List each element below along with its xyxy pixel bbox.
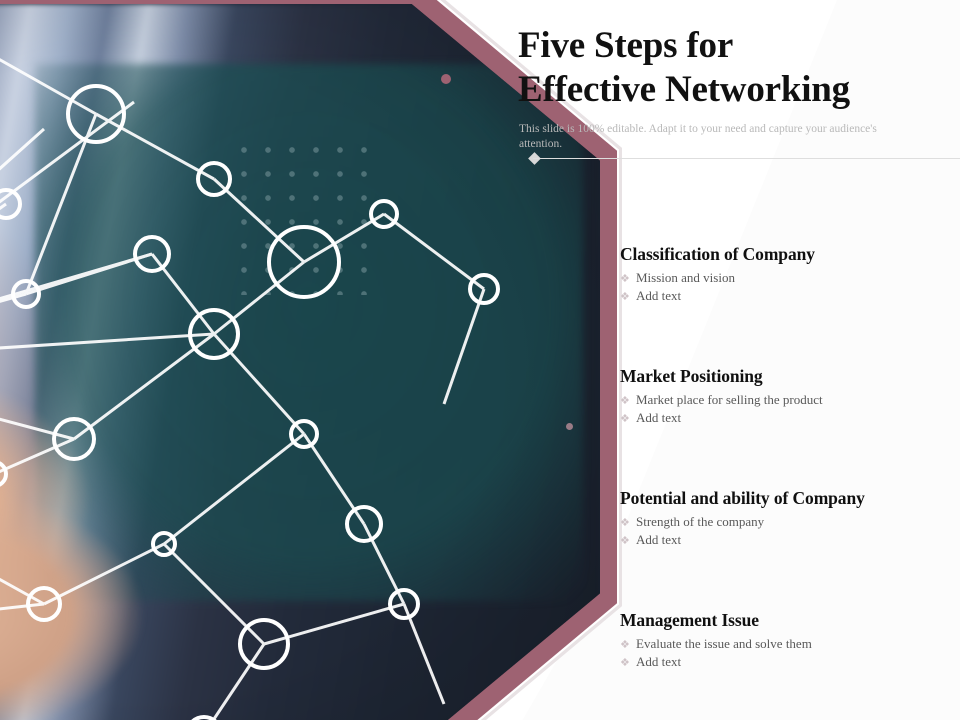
- diamond-bullet-icon: ❖: [620, 413, 630, 426]
- page-title-line-2: Effective Networking: [518, 68, 850, 110]
- list-item: ❖ Mission and vision: [620, 269, 956, 287]
- list-item: ❖ Add text: [620, 287, 956, 305]
- list-item: ❖ Add text: [620, 409, 956, 427]
- step-bullet-list: ❖ Evaluate the issue and solve them ❖ Ad…: [620, 635, 956, 672]
- step-title: Market Positioning: [620, 366, 763, 386]
- step-title: Classification of Company: [620, 244, 815, 264]
- network-photo: [0, 4, 600, 720]
- list-item: ❖ Add text: [620, 653, 956, 671]
- list-item-label: Strength of the company: [636, 514, 765, 529]
- diamond-bullet-icon: ❖: [620, 291, 630, 304]
- step-item-2[interactable]: Market Positioning ❖ Market place for se…: [620, 366, 956, 428]
- page-title: Five Steps for Effective Networking: [518, 24, 948, 111]
- step-title: Potential and ability of Company: [620, 488, 865, 508]
- photo-hand-layer: [0, 391, 224, 720]
- step-item-4[interactable]: Management Issue ❖ Evaluate the issue an…: [620, 610, 956, 672]
- list-item-label: Mission and vision: [636, 270, 735, 285]
- diamond-bullet-icon: ❖: [620, 273, 630, 285]
- diamond-bullet-icon: ❖: [620, 535, 630, 548]
- step-bullet-list: ❖ Market place for selling the product ❖…: [620, 391, 956, 428]
- step-item-1[interactable]: Classification of Company ❖ Mission and …: [620, 244, 956, 306]
- diamond-bullet-icon: ❖: [620, 657, 630, 670]
- octagon-photo-frame: [0, 0, 622, 720]
- step-title: Management Issue: [620, 610, 759, 630]
- frame-accent-dot-2: [566, 423, 573, 430]
- step-bullet-list: ❖ Mission and vision ❖ Add text: [620, 269, 956, 306]
- frame-accent-dot: [441, 74, 451, 84]
- list-item: ❖ Market place for selling the product: [620, 391, 956, 409]
- list-item-label: Market place for selling the product: [636, 392, 823, 407]
- diamond-bullet-icon: ❖: [620, 639, 630, 651]
- page-subtitle: This slide is 100% editable. Adapt it to…: [519, 123, 877, 151]
- list-item: ❖ Evaluate the issue and solve them: [620, 635, 956, 653]
- list-item: ❖ Add text: [620, 531, 956, 549]
- list-item-label: Add text: [636, 532, 682, 548]
- diamond-bullet-icon: ❖: [620, 395, 630, 407]
- step-bullet-list: ❖ Strength of the company ❖ Add text: [620, 513, 956, 550]
- list-item-label: Add text: [636, 654, 682, 670]
- title-divider: [533, 158, 960, 159]
- step-item-3[interactable]: Potential and ability of Company ❖ Stren…: [620, 488, 956, 550]
- network-nodes-illustration: [0, 42, 500, 720]
- list-item-label: Evaluate the issue and solve them: [636, 636, 812, 651]
- diamond-bullet-icon: ❖: [620, 517, 630, 529]
- photo-vignette: [0, 4, 600, 720]
- list-item-label: Add text: [636, 288, 682, 304]
- page-title-line-1: Five Steps for: [518, 25, 734, 66]
- list-item: ❖ Strength of the company: [620, 513, 956, 531]
- list-item-label: Add text: [636, 410, 682, 426]
